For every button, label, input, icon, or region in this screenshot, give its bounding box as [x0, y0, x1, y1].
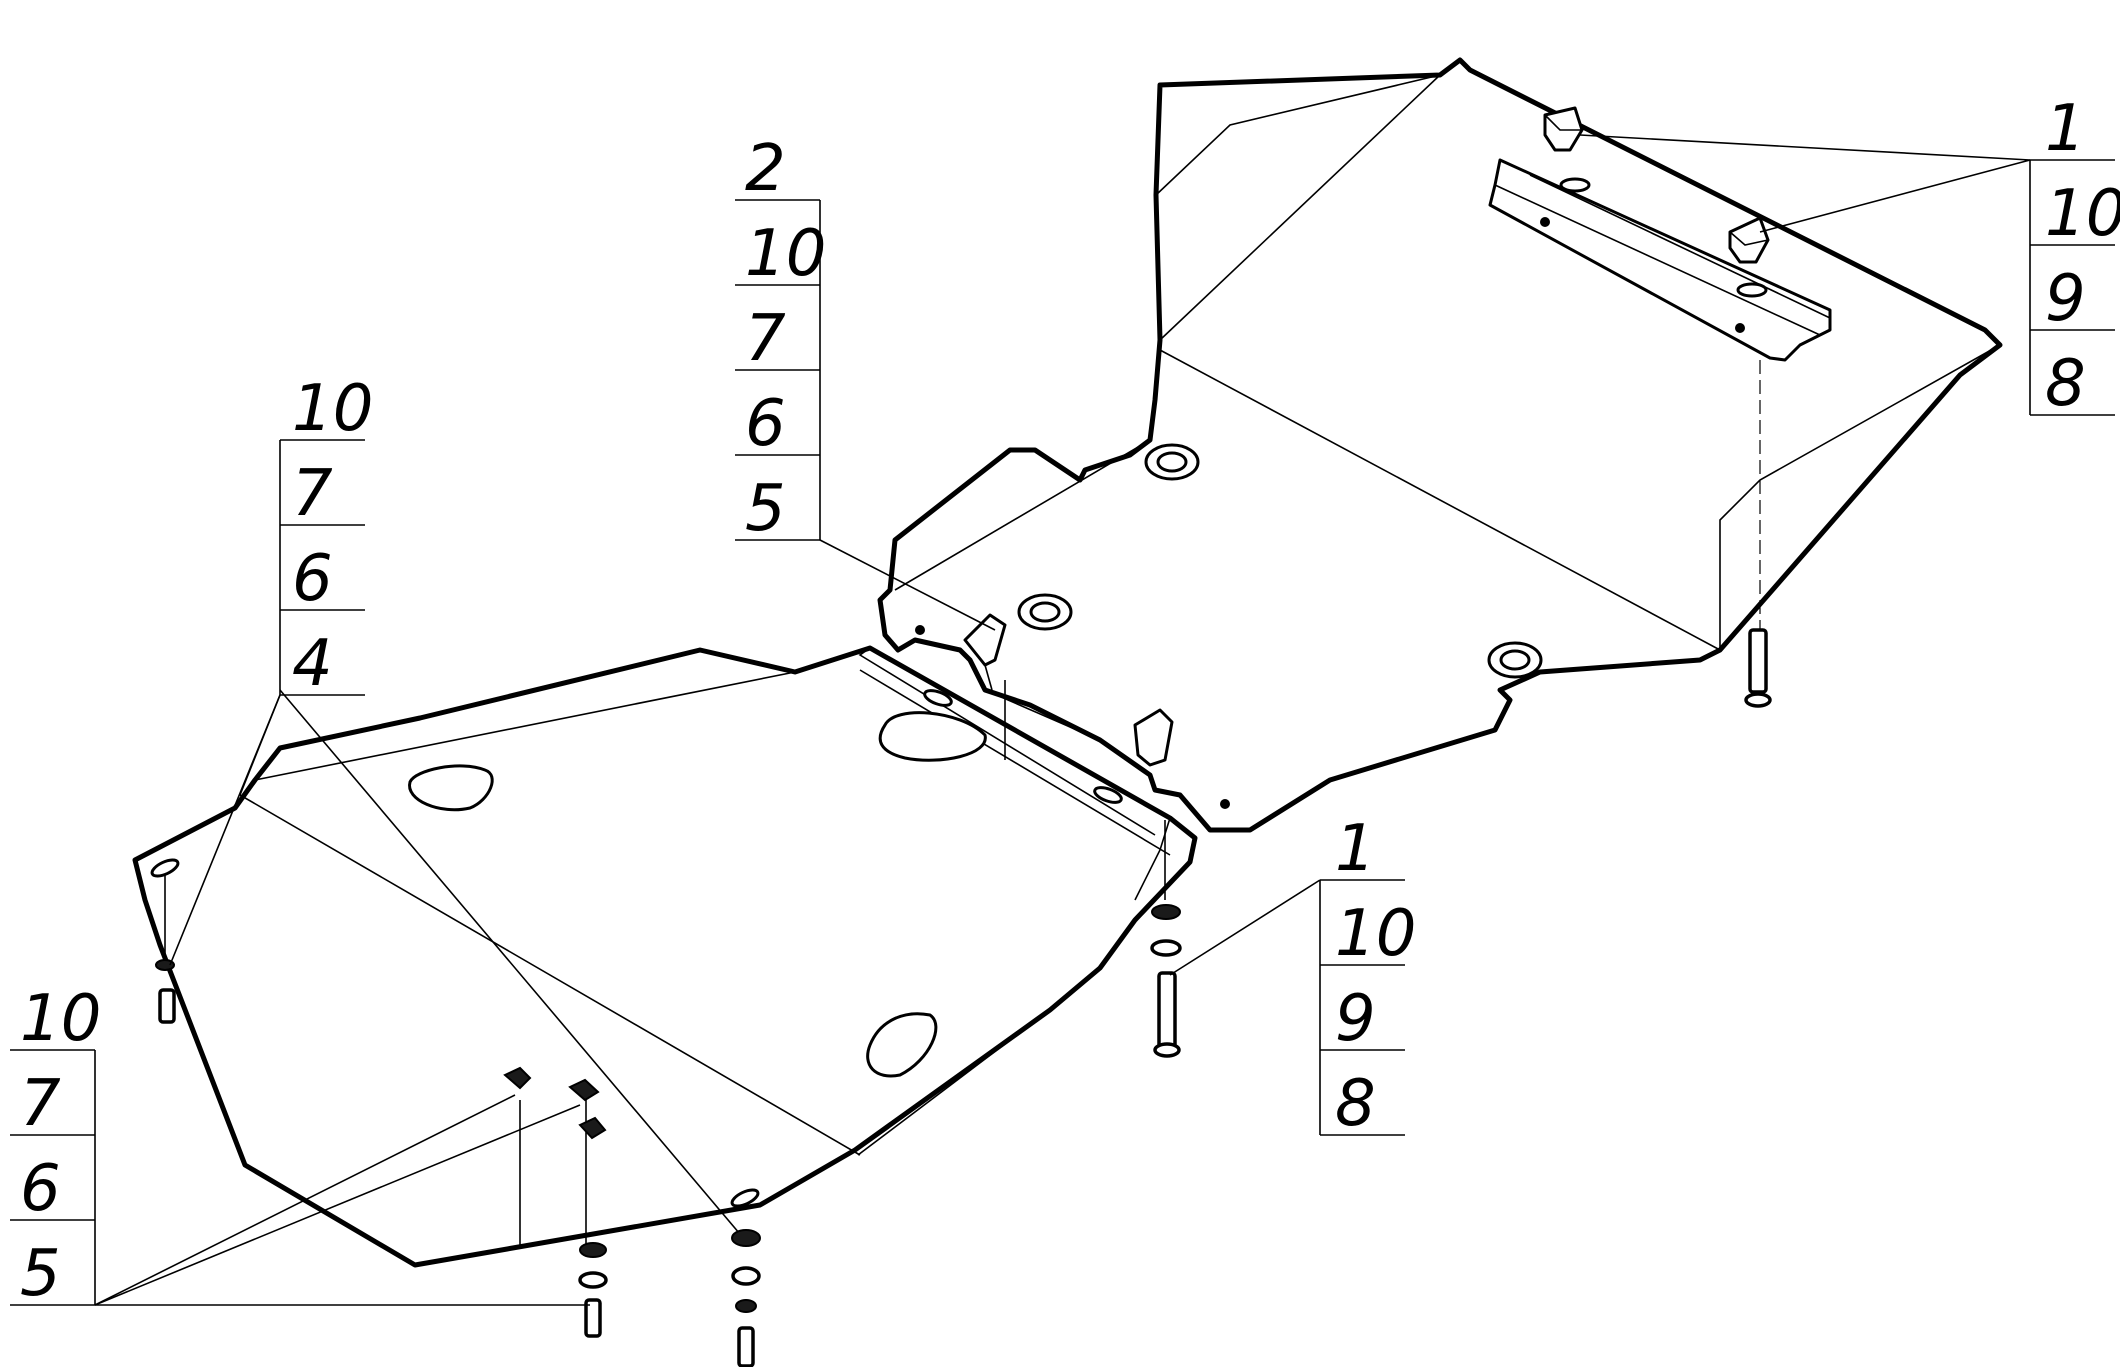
cutout-2: [878, 711, 987, 762]
rear-skid-plate: [877, 57, 2003, 833]
callout-label: 6: [745, 387, 786, 461]
callout-label: 7: [292, 457, 333, 531]
callout-label: 10: [292, 372, 373, 446]
callout-left-upper: 10 7 6 4: [169, 372, 373, 966]
callout-label: 10: [1335, 897, 1416, 971]
boss-mount-2: [1017, 593, 1073, 631]
callout-label: 10: [745, 217, 826, 291]
callout-label: 5: [745, 472, 786, 546]
bolt-right: [1744, 628, 1772, 708]
callout-top-right: 1 10 9 8: [1579, 92, 2120, 421]
clip-lower: [1133, 708, 1174, 767]
callout-label: 7: [745, 302, 786, 376]
callout-label: 7: [20, 1067, 61, 1141]
cutout-1: [408, 764, 494, 812]
boss-mount-1: [1144, 443, 1200, 481]
callout-label: 10: [2045, 177, 2120, 251]
callout-center-right: 1 10 9 8: [1169, 812, 1416, 1141]
callout-label: 8: [2045, 347, 2086, 421]
mounting-bracket-rail: [1488, 158, 1832, 362]
callout-top-center: 2 10 7 6 5: [735, 132, 996, 631]
clip-2: [1728, 216, 1770, 264]
hardware-left-edge: [155, 959, 176, 1024]
clip-center: [963, 613, 1007, 691]
callout-label: 2: [745, 132, 786, 206]
callout-label: 9: [1335, 982, 1376, 1056]
callout-label: 1: [1335, 812, 1376, 886]
callout-label: 9: [2045, 262, 2086, 336]
cutout-3: [866, 1012, 938, 1078]
callout-label: 6: [20, 1152, 61, 1226]
hardware-center-right: [1150, 904, 1182, 1058]
callout-label: 10: [20, 982, 101, 1056]
callout-label: 1: [2045, 92, 2086, 166]
callout-label: 6: [292, 542, 333, 616]
boss-mount-3: [1487, 641, 1543, 679]
front-skid-plate: [132, 645, 1198, 1268]
callout-label: 8: [1335, 1067, 1376, 1141]
hardware-bottom-left: [503, 1066, 608, 1338]
clip-1: [1543, 106, 1584, 152]
callout-label: 5: [20, 1237, 61, 1311]
callout-label: 4: [292, 627, 333, 701]
hardware-bottom-center: [731, 1229, 761, 1367]
callout-left-lower: 10 7 6 5: [10, 982, 590, 1311]
